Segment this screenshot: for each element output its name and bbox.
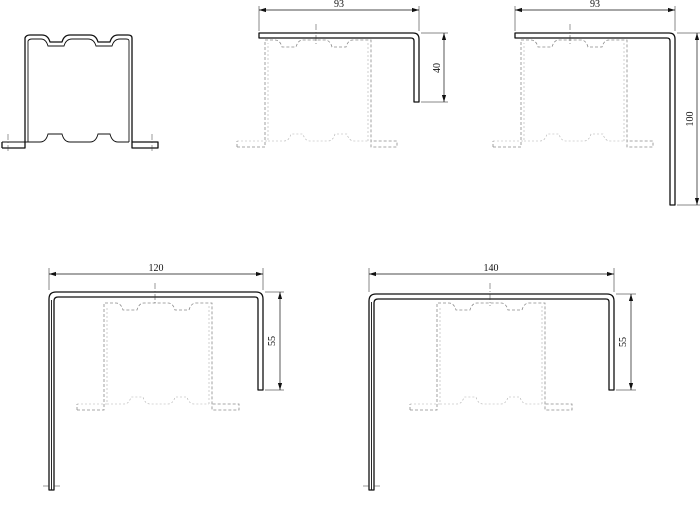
- dim-width-93-b: 93: [590, 0, 600, 10]
- bracket-a: 93 40: [236, 0, 448, 148]
- dim-width-140: 140: [484, 263, 499, 274]
- dim-width-120: 120: [149, 263, 164, 274]
- dim-width-93: 93: [334, 0, 344, 10]
- dim-height-55: 55: [267, 336, 278, 346]
- omega-profile: [1, 34, 159, 152]
- bracket-d: 140 55: [363, 263, 636, 491]
- dim-height-55-b: 55: [618, 337, 629, 347]
- dim-height-100: 100: [685, 112, 696, 127]
- bracket-c: 120 55: [43, 263, 284, 491]
- dim-height-40: 40: [432, 63, 443, 73]
- bracket-b: 93 100: [492, 0, 700, 206]
